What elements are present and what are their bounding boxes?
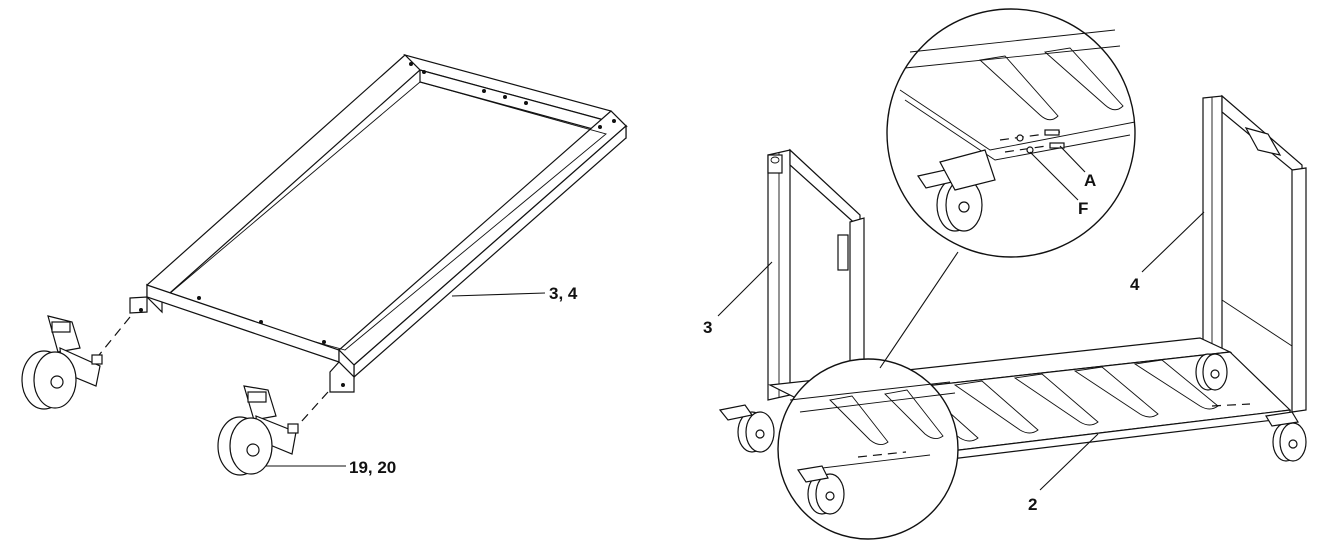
caster-wheel-icon	[1265, 411, 1307, 462]
hardware-f-label: F	[1078, 199, 1088, 218]
left-leg-label: 3	[703, 318, 712, 337]
detail-circle-lower	[777, 358, 959, 540]
left-frame-assembly: 3, 4 19, 20	[21, 53, 629, 477]
caster-parts-label: 19, 20	[349, 458, 396, 477]
detail-circle-upper	[886, 8, 1136, 258]
frame-parts-label: 3, 4	[549, 284, 578, 303]
caster-wheel-icon	[217, 385, 299, 476]
hardware-a-label: A	[1084, 171, 1096, 190]
right-cart-assembly: A F 3 4 2	[703, 8, 1307, 540]
caster-wheel-icon	[21, 315, 103, 410]
caster-wheel-icon	[1195, 353, 1228, 391]
bottom-shelf-label: 2	[1028, 495, 1037, 514]
caster-wheel-icon	[718, 404, 775, 453]
right-leg-label: 4	[1130, 275, 1140, 294]
